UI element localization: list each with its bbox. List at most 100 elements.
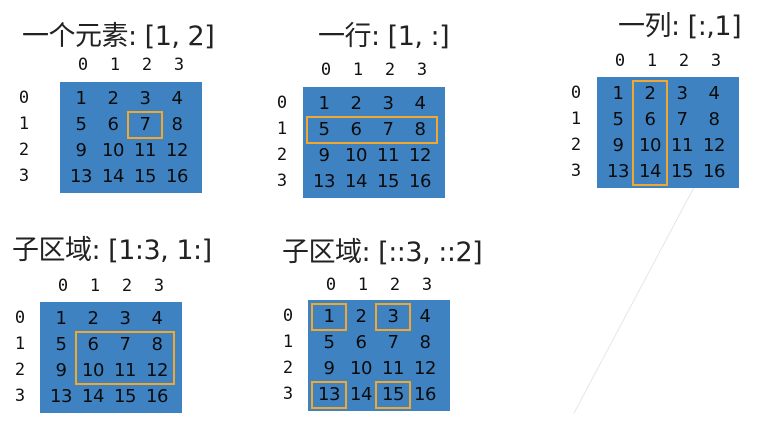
matrix-cell: 4: [708, 83, 720, 104]
column-index-label: 0: [320, 60, 332, 80]
column-index-label: 1: [646, 51, 658, 71]
matrix-cell: 11: [134, 140, 156, 161]
matrix-cell: 2: [644, 83, 656, 104]
matrix-cell: 8: [419, 332, 431, 353]
row-index-label: 1: [282, 332, 294, 352]
column-index-label: 2: [678, 51, 690, 71]
column-index-label: 2: [121, 276, 133, 296]
matrix-cell: 11: [377, 145, 399, 166]
matrix-cell: 13: [607, 161, 629, 182]
row-index-label: 3: [282, 384, 294, 404]
matrix-cell: 14: [350, 384, 372, 405]
row-index-label: 3: [18, 166, 30, 186]
row-index-label: 2: [282, 358, 294, 378]
row-index-label: 0: [282, 306, 294, 326]
matrix-cell: 7: [387, 332, 399, 353]
matrix-cell: 15: [671, 161, 693, 182]
matrix-cell: 3: [119, 308, 131, 329]
matrix-cell: 4: [151, 308, 163, 329]
matrix-cell: 12: [414, 358, 436, 379]
matrix-cell: 5: [55, 334, 67, 355]
matrix-grid: [597, 77, 739, 188]
matrix-cell: 2: [355, 306, 367, 327]
column-index-label: 3: [710, 51, 722, 71]
matrix-cell: 16: [409, 171, 431, 192]
matrix-cell: 10: [82, 360, 104, 381]
matrix-cell: 3: [387, 306, 399, 327]
column-index-label: 1: [352, 60, 364, 80]
matrix-cell: 15: [134, 166, 156, 187]
panel-title: 一列: [:,1]: [618, 11, 742, 42]
matrix-cell: 11: [382, 358, 404, 379]
matrix-cell: 16: [166, 166, 188, 187]
matrix-cell: 14: [82, 386, 104, 407]
matrix-cell: 1: [612, 83, 624, 104]
matrix-cell: 12: [703, 135, 725, 156]
column-index-label: 3: [153, 276, 165, 296]
selection-highlight-box: [311, 303, 347, 331]
decorative-diagonal-line: [573, 175, 701, 414]
matrix-cell: 3: [382, 93, 394, 114]
matrix-cell: 13: [318, 384, 340, 405]
matrix-cell: 9: [318, 145, 330, 166]
matrix-cell: 11: [114, 360, 136, 381]
matrix-cell: 4: [171, 88, 183, 109]
column-index-label: 3: [173, 55, 185, 75]
matrix-cell: 12: [409, 145, 431, 166]
matrix-cell: 9: [323, 358, 335, 379]
selection-highlight-box: [127, 111, 163, 139]
selection-highlight-box: [306, 116, 438, 144]
matrix-cell: 4: [419, 306, 431, 327]
matrix-cell: 9: [55, 360, 67, 381]
matrix-cell: 13: [70, 166, 92, 187]
matrix-cell: 1: [318, 93, 330, 114]
panel-title: 一个元素: [1, 2]: [22, 21, 215, 52]
matrix-cell: 5: [323, 332, 335, 353]
column-index-label: 0: [614, 51, 626, 71]
matrix-grid: [40, 302, 182, 413]
matrix-cell: 7: [139, 114, 151, 135]
row-index-label: 1: [276, 119, 288, 139]
matrix-cell: 2: [87, 308, 99, 329]
selection-highlight-box: [311, 381, 347, 409]
matrix-cell: 5: [612, 109, 624, 130]
matrix-cell: 10: [102, 140, 124, 161]
selection-highlight-box: [75, 331, 175, 385]
column-index-label: 1: [89, 276, 101, 296]
matrix-cell: 9: [612, 135, 624, 156]
matrix-cell: 5: [318, 119, 330, 140]
matrix-cell: 2: [107, 88, 119, 109]
matrix-cell: 7: [382, 119, 394, 140]
matrix-cell: 1: [55, 308, 67, 329]
matrix-cell: 6: [355, 332, 367, 353]
row-index-label: 2: [14, 360, 26, 380]
matrix-cell: 9: [75, 140, 87, 161]
column-index-label: 1: [109, 55, 121, 75]
matrix-cell: 8: [708, 109, 720, 130]
matrix-cell: 6: [87, 334, 99, 355]
row-index-label: 0: [276, 93, 288, 113]
panel-title: 子区域: [::3, ::2]: [282, 237, 483, 268]
matrix-cell: 12: [166, 140, 188, 161]
row-index-label: 0: [570, 83, 582, 103]
row-index-label: 2: [18, 140, 30, 160]
matrix-cell: 10: [345, 145, 367, 166]
row-index-label: 1: [18, 114, 30, 134]
matrix-cell: 8: [151, 334, 163, 355]
matrix-cell: 6: [644, 109, 656, 130]
matrix-cell: 15: [114, 386, 136, 407]
panel-title: 一行: [1, :]: [318, 21, 450, 52]
column-index-label: 0: [57, 276, 69, 296]
matrix-cell: 8: [171, 114, 183, 135]
row-index-label: 3: [14, 386, 26, 406]
matrix-cell: 16: [146, 386, 168, 407]
matrix-cell: 4: [414, 93, 426, 114]
row-index-label: 2: [276, 145, 288, 165]
selection-highlight-box: [632, 80, 668, 186]
column-index-label: 1: [357, 275, 369, 295]
matrix-cell: 14: [345, 171, 367, 192]
row-index-label: 0: [14, 308, 26, 328]
row-index-label: 0: [18, 88, 30, 108]
matrix-cell: 13: [50, 386, 72, 407]
matrix-cell: 16: [414, 384, 436, 405]
